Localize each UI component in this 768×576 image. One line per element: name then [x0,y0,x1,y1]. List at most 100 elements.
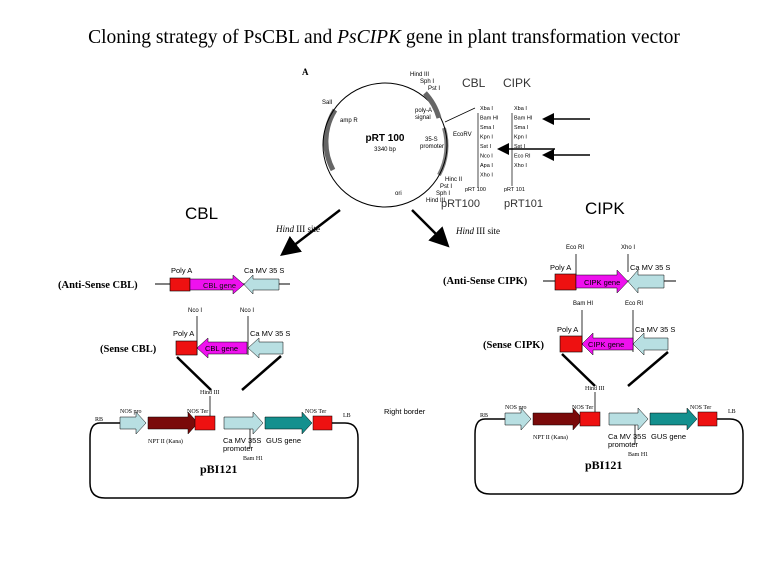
restriction-site: Xba I [480,106,493,112]
cbl-gene-arrow [196,337,248,359]
site-label: 35-S [425,137,438,143]
nos-pro-arrow [504,407,532,431]
enzyme-label: Eco RI [625,301,643,307]
gene-label: CIPK gene [588,340,624,349]
vector-label: NOS Ter [690,405,711,411]
camv-promoter-arrow [247,337,284,359]
cipk-gene-arrow [575,269,629,294]
restriction-site: Sst I [480,144,491,150]
site-label: signal [415,115,431,121]
npt-ii-arrow [532,407,584,431]
restriction-site: Xba I [514,106,527,112]
vector-label: LB [728,409,736,415]
nos-ter-box [312,415,333,431]
cipk-site-label: Hind III site [455,226,500,236]
right-border-label: Right border [384,407,426,416]
npt-ii-arrow [147,411,199,435]
site-label: Sph I [420,79,434,85]
promoter-label: Ca MV 35 S [635,325,675,334]
vector-label: NOS pro [505,405,527,411]
site-label: EcoRV [453,132,472,138]
poly-a-label: Poly A [171,266,192,275]
site-label: SalI [322,100,333,106]
page-title: Cloning strategy of PsCBL and PsCIPK gen… [88,27,680,48]
construct-label: (Sense CBL) [100,344,157,355]
vector-backbone [89,422,359,499]
panel-label: A [302,67,309,77]
promoter-label: Ca MV 35 S [250,329,290,338]
vector-label: pBI121 [585,458,622,472]
poly-a-box [554,273,577,291]
restriction-site: Sma I [514,125,529,131]
site-label: Hind III [426,198,445,204]
poly-a-label: Poly A [550,263,571,272]
vector-label: pBI121 [200,462,237,476]
poly-a-box [169,277,191,292]
gene-label: CIPK gene [584,278,620,287]
cipk-sense-construct: (Sense CIPK) CIPK gene Poly A Ca MV 35 S… [483,301,675,387]
promoter-label: Ca MV 35 S [630,263,670,272]
camv-35s-arrow [223,411,264,435]
vector-label: Hind III [585,386,605,392]
restriction-site: Bam HI [480,116,499,122]
cbl-heading: CBL [185,204,218,223]
camv-promoter-arrow [627,269,665,294]
vector-label: promoter [223,444,254,453]
restriction-site: Bam HI [514,116,533,122]
restriction-site: Nco I [480,154,493,160]
vector-label: Hind III [200,390,220,396]
gene-label: CBL gene [203,281,236,290]
cbl-direction-arrow [280,209,341,257]
restriction-site: Sma I [480,125,495,131]
site-label: promoter [420,144,444,150]
enzyme-label: Nco I [188,308,202,314]
vector-label-prt100: pRT100 [441,198,480,210]
gene-label: CBL gene [205,344,238,353]
site-label: Sph I [436,191,450,197]
vector-label: promoter [608,440,639,449]
nos-ter-box [697,411,718,427]
construct-label: (Anti-Sense CIPK) [443,276,528,287]
restriction-site: Eco RI [514,154,531,160]
cipk-antisense-construct: (Anti-Sense CIPK) CIPK gene Poly A Ca MV… [443,245,676,294]
restriction-site: Kpn I [514,135,527,141]
gus-gene-arrow [264,411,313,435]
restriction-site: Xho I [480,173,493,179]
promoter-label: Ca MV 35 S [244,266,284,275]
column-label-cipk: CIPK [503,76,531,90]
vector-label: NOS Ter [572,405,593,411]
column-label-cbl: CBL [462,76,486,90]
enzyme-label: Nco I [240,308,254,314]
enzyme-label: Bam HI [573,301,593,307]
vector-label: LB [343,413,351,419]
camv-promoter-arrow [632,332,669,356]
site-label: amp R [340,118,358,124]
vector-label: Ca MV 35S [223,436,261,445]
vector-label: GUS gene [266,436,301,445]
vector-label: GUS gene [651,432,686,441]
nos-pro-arrow [119,411,147,435]
construct-label: (Sense CIPK) [483,340,544,351]
site-label: ori [395,191,402,197]
vector-label: NOS pro [120,409,142,415]
vector-label: Ca MV 35S [608,432,646,441]
vector-label: NPT II (Kana) [533,434,568,441]
nos-ter-box [194,415,216,431]
poly-a-box [559,335,583,353]
vector-label-prt101: pRT101 [504,198,543,210]
cbl-site-label: Hind III site [275,224,320,234]
restriction-site: Xho I [514,163,527,169]
cbl-gene-arrow [189,274,245,295]
site-label: poly-A [415,108,432,114]
cbl-sense-construct: (Sense CBL) CBL gene Poly A Ca MV 35 S N… [100,308,290,391]
site-label: Hind III [410,72,429,78]
site-label: Pst I [440,184,452,190]
cipk-direction-arrow [411,209,450,248]
vector-label: Bam H1 [628,452,648,458]
camv-35s-arrow [608,407,649,431]
